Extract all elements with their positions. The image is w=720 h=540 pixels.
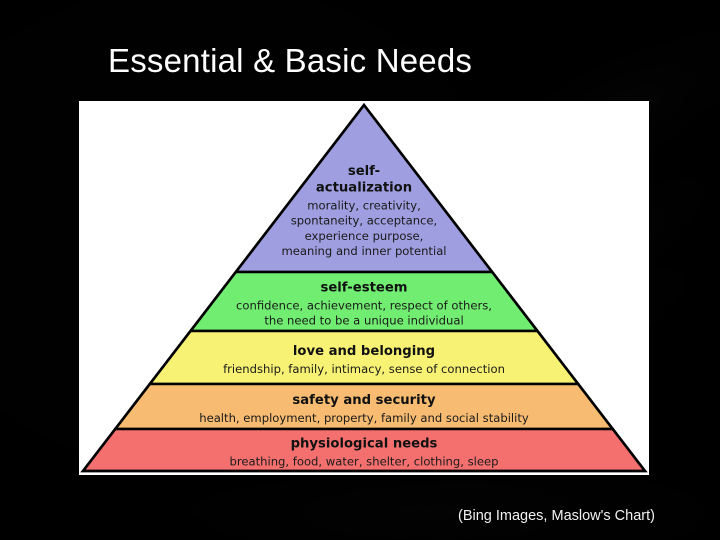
tier-description: health, employment, property, family and… bbox=[199, 411, 529, 425]
tier-title: safety and security bbox=[292, 393, 436, 408]
tier-description: meaning and inner potential bbox=[281, 244, 446, 258]
maslow-pyramid-image: self-actualization morality, creativity, s… bbox=[79, 101, 649, 475]
tier-description: spontaneity, acceptance, bbox=[291, 214, 438, 228]
tier-title: self-esteem bbox=[320, 281, 407, 296]
tier-title: actualization bbox=[316, 181, 412, 196]
tier-description: morality, creativity, bbox=[307, 198, 421, 212]
tier-title: physiological needs bbox=[291, 437, 438, 452]
tier-title: love and belonging bbox=[293, 344, 435, 359]
tier-description: the need to be a unique individual bbox=[264, 313, 463, 327]
pyramid-outline bbox=[80, 102, 648, 473]
tier-description: friendship, family, intimacy, sense of c… bbox=[223, 362, 505, 376]
pyramid-chart: self-actualization morality, creativity, s… bbox=[79, 101, 649, 475]
tier-title: self- bbox=[348, 164, 380, 179]
tier-description: confidence, achievement, respect of othe… bbox=[236, 298, 492, 312]
page-title: Essential & Basic Needs bbox=[108, 42, 473, 79]
tier-description: experience purpose, bbox=[305, 229, 424, 243]
pyramid-label-group: self-actualization morality, creativity, s… bbox=[80, 102, 648, 473]
tier-description: breathing, food, water, shelter, clothin… bbox=[229, 454, 498, 468]
image-source-caption: (Bing Images, Maslow's Chart) bbox=[458, 508, 655, 524]
